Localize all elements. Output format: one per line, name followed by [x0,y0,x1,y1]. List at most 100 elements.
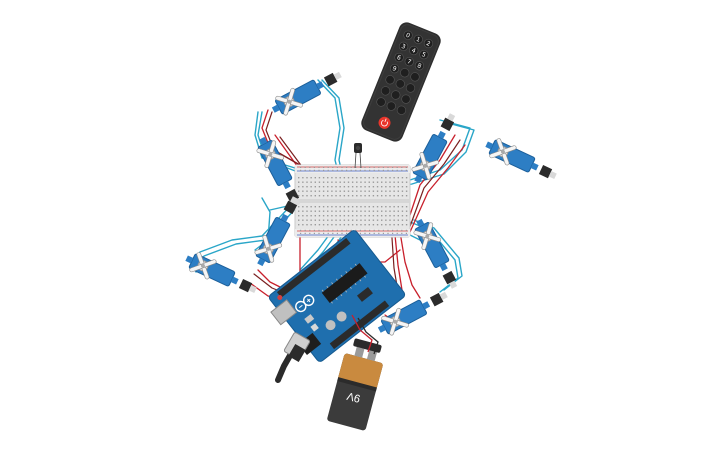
remote-key-button[interactable] [389,63,400,74]
remote-key[interactable] [409,71,420,82]
servo-motor[interactable] [401,209,472,296]
breadboard-hole [331,186,333,188]
breadboard-hole [360,181,362,183]
remote-key[interactable]: 8 [414,60,425,71]
breadboard-hole [339,210,341,212]
remote-key[interactable]: 2 [423,38,434,49]
breadboard[interactable] [294,164,411,238]
remote-key[interactable] [396,105,407,116]
remote-key-button[interactable] [375,96,386,107]
breadboard-hole [302,177,304,179]
rail-hole [369,166,371,168]
remote-key-button[interactable] [384,74,395,85]
remote-key-button[interactable] [380,85,391,96]
remote-key-button[interactable] [418,49,429,60]
breadboard-hole [364,206,366,208]
remote-key[interactable] [399,67,410,78]
servo-motor[interactable] [477,125,564,194]
rail-hole [304,229,306,231]
rail-hole [346,166,348,168]
breadboard-hole [322,224,325,226]
remote-key[interactable] [386,101,397,112]
remote-key-button[interactable] [393,52,404,63]
remote-key-button[interactable] [423,38,434,49]
remote-key[interactable]: 6 [393,52,404,63]
remote-key[interactable]: 5 [418,49,429,60]
remote-key-button[interactable] [398,41,409,52]
remote-key[interactable]: 3 [398,41,409,52]
rail-hole [387,169,389,171]
rail-hole [355,229,357,231]
remote-key[interactable] [405,82,416,93]
remote-key-button[interactable] [396,105,407,116]
servo-motor[interactable] [262,57,349,128]
breadboard-hole [368,215,370,217]
servo-mount-tab [414,175,423,184]
reset-button[interactable] [276,294,283,301]
remote-key-button[interactable] [414,60,425,71]
rail-hole [327,229,329,231]
breadboard-hole [327,190,329,192]
breadboard-hole [393,210,395,212]
breadboard-hole [302,195,304,197]
battery-9v[interactable]: 9V [327,337,388,431]
servo-motor[interactable] [177,239,264,308]
breadboard-hole [331,195,333,197]
remote-key-button[interactable] [402,30,413,41]
remote-key-button[interactable] [413,34,424,45]
remote-key[interactable] [375,96,386,107]
rail-hole [341,169,343,171]
servo-motor[interactable] [244,127,315,214]
remote-key-button[interactable] [408,45,419,56]
remote-key-label: 3 [400,43,406,51]
remote-key[interactable] [400,94,411,105]
breadboard-hole [405,206,408,208]
remote-key[interactable]: 0 [402,30,413,41]
arduino-uno[interactable] [262,229,406,367]
remote-key-button[interactable] [399,67,410,78]
breadboard-hole [314,177,316,179]
servo-motor[interactable] [399,105,470,192]
servo-motor[interactable] [368,277,455,348]
remote-key[interactable] [395,78,406,89]
power-button[interactable] [377,115,393,131]
remote-key[interactable]: 9 [389,63,400,74]
breadboard-hole [385,224,387,226]
breadboard-hole [397,215,399,217]
breadboard-hole [397,210,399,212]
remote-key-button[interactable] [404,56,415,67]
rail-hole [336,166,338,168]
rail-hole [396,232,398,234]
power-icon-stem [384,118,387,123]
breadboard-hole [381,210,383,212]
remote-key[interactable] [384,74,395,85]
remote-key-button[interactable] [405,82,416,93]
servo-mount-tab [530,162,539,171]
remote-key[interactable]: 7 [404,56,415,67]
rail-hole [373,169,375,171]
battery-label: 9V [345,389,362,404]
breadboard-hole [401,181,404,183]
breadboard-hole [331,206,333,208]
breadboard-hole [368,195,370,197]
remote-key-button[interactable] [386,101,397,112]
breadboard-hole [393,181,395,183]
breadboard-hole [376,219,379,221]
rail-hole [382,232,384,234]
battery-wire-red [351,314,373,353]
remote-key-button[interactable] [395,78,406,89]
remote-key[interactable]: 4 [408,45,419,56]
remote-key-button[interactable] [400,94,411,105]
servo-body [275,79,321,115]
remote-key[interactable]: 1 [413,34,424,45]
rail-hole [323,166,325,168]
ir-remote[interactable]: 012 345 678 9 [359,20,443,144]
servo-connector [323,71,342,87]
servo-motor[interactable] [242,188,313,275]
rail-hole [392,232,394,234]
remote-key-button[interactable] [409,71,420,82]
remote-key[interactable] [390,89,401,100]
remote-key[interactable] [380,85,391,96]
remote-key-button[interactable] [390,89,401,100]
rail-hole [309,229,311,231]
